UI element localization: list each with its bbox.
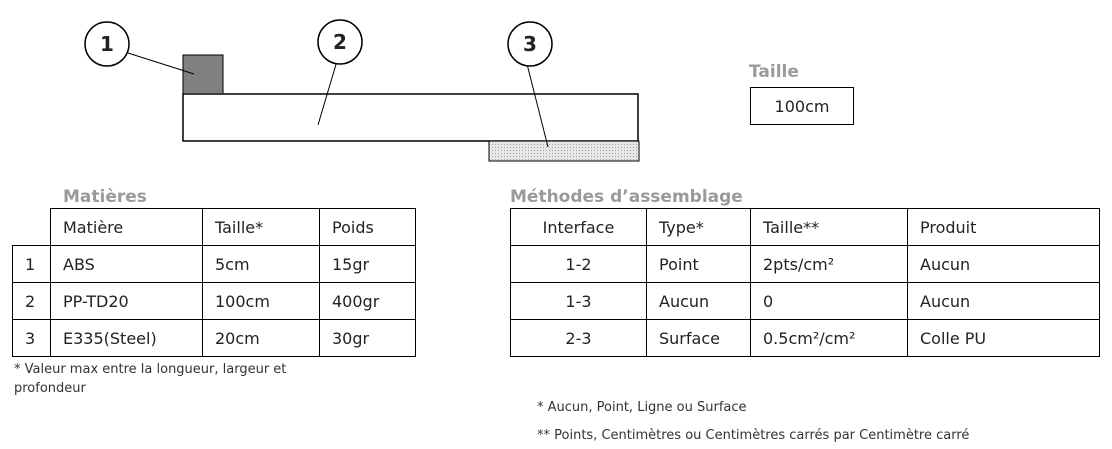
callout-3-leader [526,63,549,148]
assembly-header-cell: Taille** [750,208,908,246]
svg-text:2: 2 [333,30,347,54]
callout-3: 3 [507,21,553,67]
table-row: 2-3 Surface 0.5cm²/cm² Colle PU [510,319,1100,357]
table-cell: Aucun [646,282,751,320]
table-cell: 20cm [202,319,320,357]
table-cell: PP-TD20 [50,282,203,320]
assembly-header-cell: Type* [646,208,751,246]
callout-2: 2 [317,19,363,65]
assembly-diagram: 1 2 3 [84,19,640,162]
table-cell: 2-3 [510,319,647,357]
table-cell: 1 [12,245,51,283]
materials-table: Matière Taille* Poids 1 ABS 5cm 15gr 2 P… [12,208,416,357]
table-cell: 30gr [319,319,416,357]
table-cell: 100cm [202,282,320,320]
materials-header-row: Matière Taille* Poids [12,208,416,246]
callout-1-leader [127,52,195,75]
table-row: 1-3 Aucun 0 Aucun [510,282,1100,320]
table-cell: Point [646,245,751,283]
table-cell: 2 [12,282,51,320]
svg-text:1: 1 [100,32,114,56]
table-cell: 1-2 [510,245,647,283]
assembly-header-cell: Produit [907,208,1100,246]
svg-text:3: 3 [523,32,537,56]
table-cell: 0.5cm²/cm² [750,319,908,357]
assembly-table: Interface Type* Taille** Produit 1-2 Poi… [510,208,1100,357]
assembly-footnote-2: ** Points, Centimètres ou Centimètres ca… [537,428,970,443]
materials-footnote: * Valeur max entre la longueur, largeur … [14,362,287,396]
size-value: 100cm [774,96,830,116]
table-row: 3 E335(Steel) 20cm 30gr [12,319,416,357]
table-cell: 400gr [319,282,416,320]
table-cell: 3 [12,319,51,357]
assembly-header-cell: Interface [510,208,647,246]
table-row: 1-2 Point 2pts/cm² Aucun [510,245,1100,283]
size-value-box: 100cm [750,87,854,125]
assembly-header-row: Interface Type* Taille** Produit [510,208,1100,246]
table-cell: Aucun [907,282,1100,320]
size-title: Taille [749,62,799,82]
part-2-bar [182,93,639,142]
table-cell: 5cm [202,245,320,283]
callout-2-leader [317,60,338,126]
table-cell: ABS [50,245,203,283]
table-cell: 15gr [319,245,416,283]
assembly-title: Méthodes d’assemblage [510,187,743,207]
materials-header-cell: Taille* [202,208,320,246]
part-1-block [182,54,224,95]
callout-1: 1 [84,21,130,67]
table-cell: Aucun [907,245,1100,283]
table-row: 2 PP-TD20 100cm 400gr [12,282,416,320]
table-cell: 1-3 [510,282,647,320]
table-cell: 0 [750,282,908,320]
table-cell: Surface [646,319,751,357]
table-cell: Colle PU [907,319,1100,357]
materials-corner-cell [12,208,51,246]
part-3-plate [488,140,640,162]
materials-header-cell: Poids [319,208,416,246]
table-cell: 2pts/cm² [750,245,908,283]
materials-title: Matières [63,187,147,207]
table-cell: E335(Steel) [50,319,203,357]
assembly-footnote-1: * Aucun, Point, Ligne ou Surface [537,400,747,415]
table-row: 1 ABS 5cm 15gr [12,245,416,283]
materials-header-cell: Matière [50,208,203,246]
